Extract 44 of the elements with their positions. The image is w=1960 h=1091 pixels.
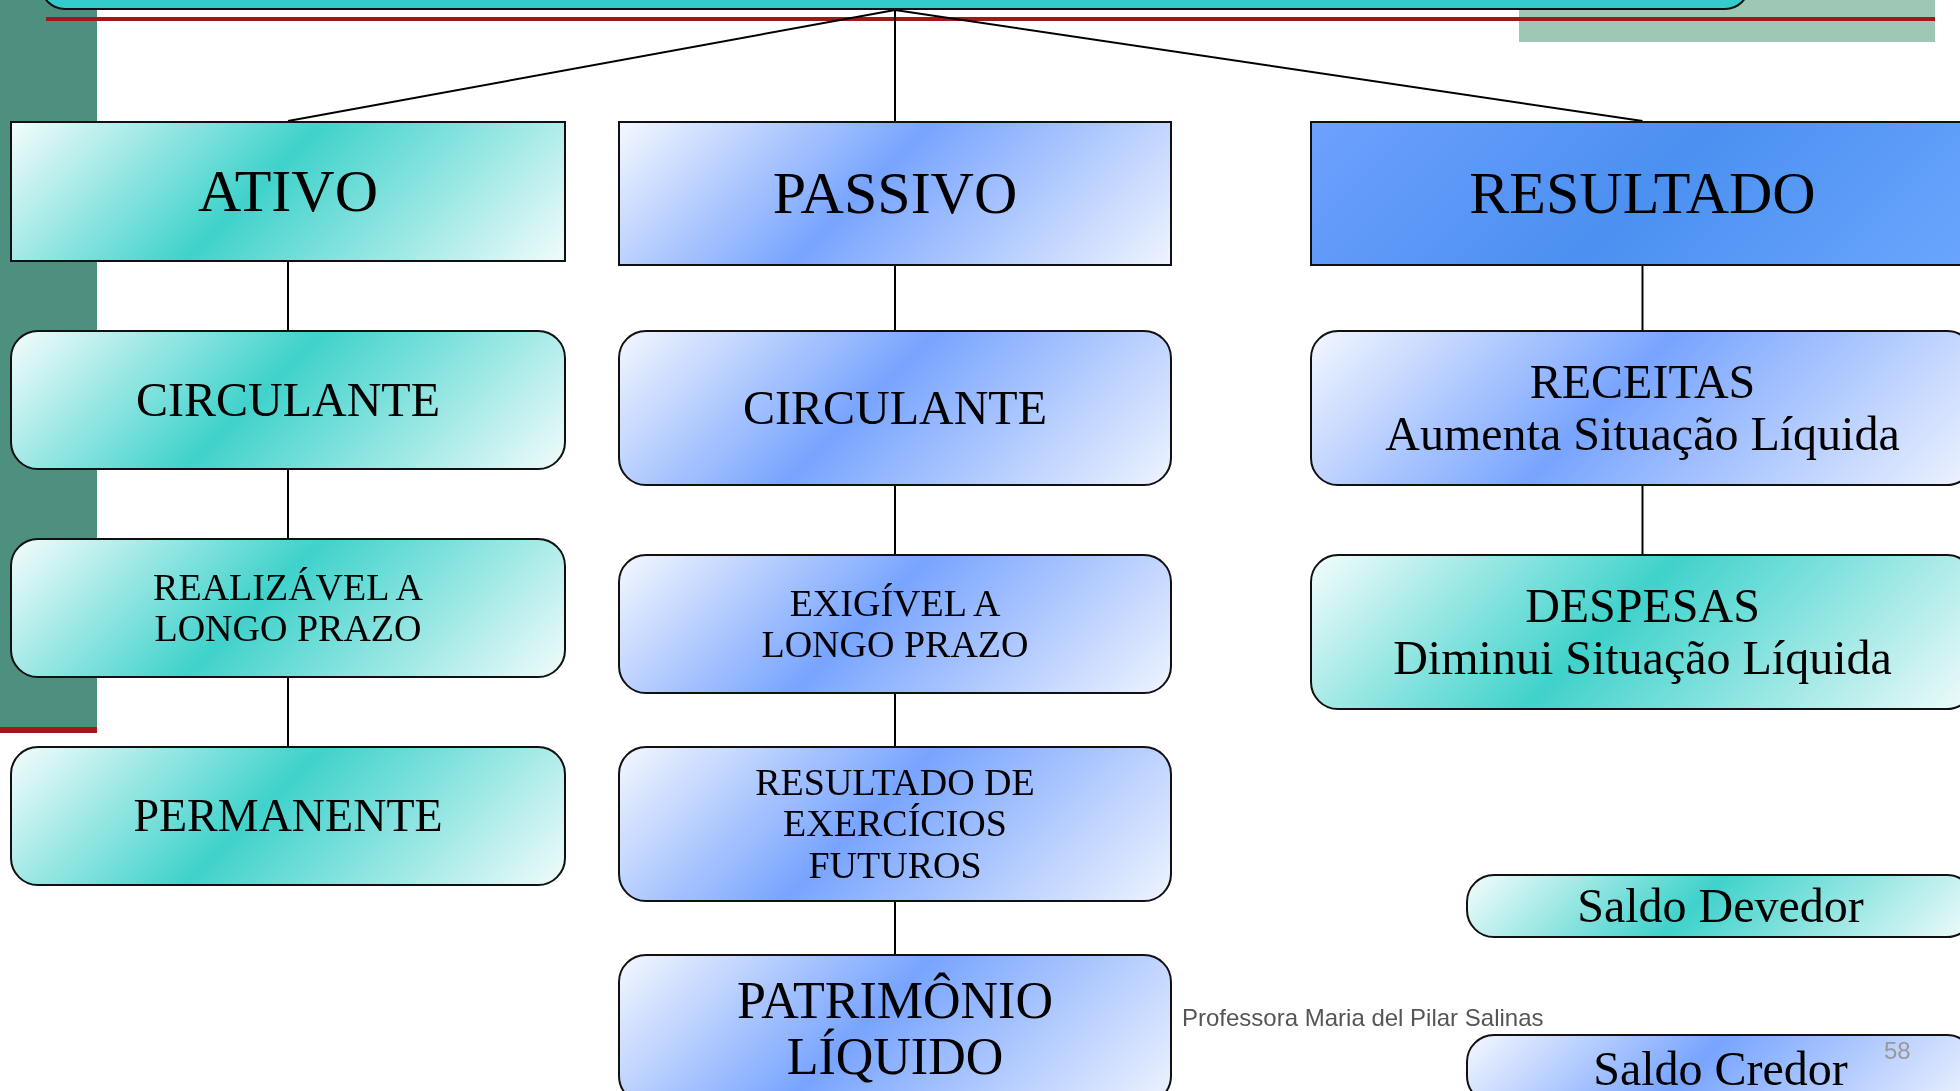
node-title: RESULTADO [1469,161,1816,226]
group-box [10,330,566,470]
connector-line [894,485,896,555]
node-title: CIRCULANTE [743,382,1047,434]
connector-line [287,677,289,747]
page-number: 58 [1884,1036,1911,1066]
category-box [10,121,566,262]
node-title: RECEITAS [1529,356,1756,408]
node-note: Aumenta Situação Líquida [1385,408,1900,460]
connector-line [287,469,289,539]
node-title: PASSIVO [772,161,1018,226]
group-box [1310,554,1960,710]
node-note: Diminui Situação Líquida [1393,632,1892,684]
balance-box [1466,1034,1960,1091]
connector-line [894,901,896,955]
node-title: DESPESAS [1525,580,1760,632]
category-box [1310,121,1960,266]
connector-line [894,9,1644,122]
node-title: CIRCULANTE [136,374,440,426]
group-box [618,954,1172,1091]
balance-box [1466,874,1960,938]
group-box [1310,330,1960,486]
group-box [10,746,566,886]
group-box [618,554,1172,694]
connector-line [287,9,896,122]
connector-line [894,9,896,122]
node-title: Saldo Credor [1593,1043,1848,1091]
node-title: EXIGÍVEL A LONGO PRAZO [760,582,1030,666]
connector-line [894,265,896,331]
connector-line [894,693,896,747]
connector-line [287,261,289,331]
connector-line [1641,485,1644,555]
group-box [618,330,1172,486]
connector-line [1641,265,1644,331]
node-title: PERMANENTE [133,791,443,841]
group-box [618,746,1172,902]
footer-text: Professora Maria del Pilar Salinas [1182,1003,1544,1033]
category-box [618,121,1172,266]
node-title: Saldo Devedor [1577,880,1864,932]
node-title: REALIZÁVEL A LONGO PRAZO [152,566,424,650]
group-box [10,538,566,678]
node-title: PATRIMÔNIO LÍQUIDO [736,972,1054,1086]
node-title: RESULTADO DE EXERCÍCIOS FUTUROS [754,762,1036,886]
node-title: ATIVO [198,159,378,224]
